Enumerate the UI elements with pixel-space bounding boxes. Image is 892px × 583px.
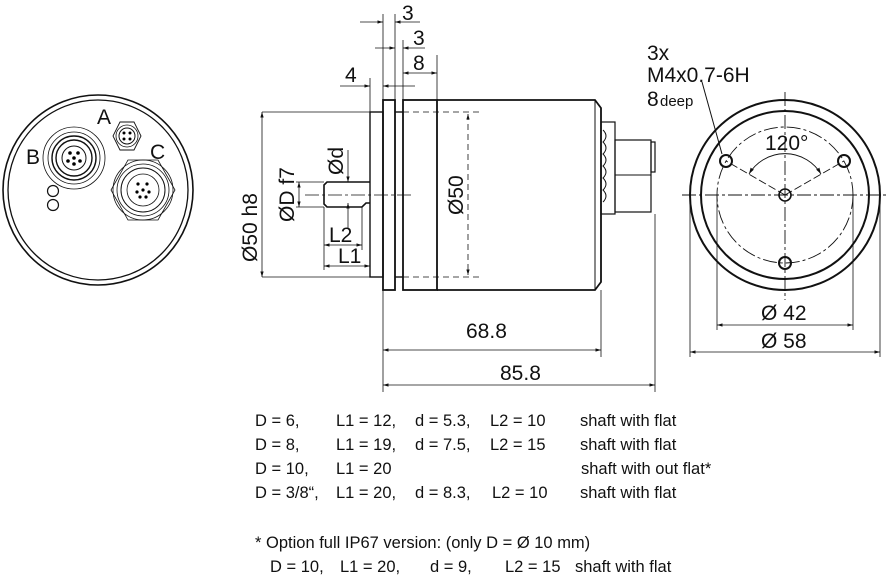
cell-D: D = 3/8“, bbox=[255, 484, 319, 502]
cable-connector bbox=[600, 121, 656, 215]
cell-L1: L1 = 19, bbox=[336, 436, 396, 454]
dim-58: Ø 58 bbox=[761, 330, 807, 353]
dim-flat-diameter: Ød bbox=[325, 147, 348, 175]
table-row: D = 6, L1 = 12, d = 5.3, L2 = 10 shaft w… bbox=[255, 412, 677, 430]
variants-table: D = 6, L1 = 12, d = 5.3, L2 = 10 shaft w… bbox=[255, 412, 712, 576]
cell-L2: L2 = 15 bbox=[490, 436, 546, 454]
cell-D: D = 8, bbox=[255, 436, 299, 454]
dim-42: Ø 42 bbox=[761, 302, 807, 325]
cell-D: D = 6, bbox=[255, 412, 299, 430]
dim-body-diameter: Ø50 bbox=[445, 175, 468, 215]
cell-L1: L1 = 20, bbox=[336, 484, 396, 502]
cell-type: shaft with out flat* bbox=[581, 460, 712, 478]
angle-label: 120° bbox=[765, 132, 808, 155]
cell-L1: L1 = 20, bbox=[340, 558, 400, 576]
cell-L2: L2 = 15 bbox=[505, 558, 561, 576]
cell-L2: L2 = 10 bbox=[490, 412, 546, 430]
dim-85-8: 85.8 bbox=[500, 362, 541, 385]
table-row: D = 8, L1 = 19, d = 7.5, L2 = 15 shaft w… bbox=[255, 436, 677, 454]
cell-d: d = 5.3, bbox=[415, 412, 471, 430]
dim-68-8: 68.8 bbox=[466, 320, 507, 343]
connector-end-view: A B C bbox=[2, 94, 194, 286]
led-1 bbox=[46, 184, 60, 198]
footnote-title: * Option full IP67 version: (only D = Ø … bbox=[255, 534, 590, 552]
thread-depth-unit: deep bbox=[660, 93, 693, 110]
flange-view: 3x M4x0.7-6H 8 deep 120° Ø 42 Ø 58 bbox=[647, 42, 888, 357]
connector-c bbox=[110, 159, 176, 221]
thread-hole bbox=[778, 256, 792, 270]
shaft bbox=[323, 181, 370, 208]
cell-D: D = 10, bbox=[255, 460, 309, 478]
cell-L1: L1 = 20 bbox=[336, 460, 392, 478]
side-view: 3 3 8 4 Ø50 h8 ØD f7 Ød L2 L1 Ø50 68.8 8… bbox=[239, 2, 656, 392]
thread-hole bbox=[837, 154, 851, 168]
dim-l1: L1 bbox=[338, 245, 361, 268]
cell-type: shaft with flat bbox=[575, 558, 672, 576]
cell-D: D = 10, bbox=[270, 558, 324, 576]
cell-L2: L2 = 10 bbox=[492, 484, 548, 502]
cell-type: shaft with flat bbox=[580, 436, 677, 454]
pilot bbox=[369, 111, 384, 278]
label-c: C bbox=[150, 141, 165, 164]
label-b: B bbox=[26, 146, 40, 169]
cell-L1: L1 = 12, bbox=[336, 412, 396, 430]
table-row: D = 10, L1 = 20 shaft with out flat* bbox=[255, 460, 712, 478]
connector-a bbox=[112, 121, 142, 151]
thread-hole bbox=[719, 154, 733, 168]
cell-d: d = 9, bbox=[430, 558, 472, 576]
dim-shaft-diameter: ØD f7 bbox=[276, 167, 299, 222]
cell-d: d = 7.5, bbox=[415, 436, 471, 454]
cell-type: shaft with flat bbox=[580, 412, 677, 430]
cell-d: d = 8.3, bbox=[415, 484, 471, 502]
center-hole bbox=[778, 188, 792, 202]
thread-count: 3x bbox=[647, 42, 670, 65]
led-2 bbox=[46, 198, 60, 212]
dim-4: 4 bbox=[345, 64, 357, 87]
footnote: * Option full IP67 version: (only D = Ø … bbox=[255, 534, 672, 576]
dim-3-a: 3 bbox=[402, 2, 414, 25]
dim-pilot-diameter: Ø50 h8 bbox=[239, 193, 262, 262]
dim-8: 8 bbox=[413, 52, 425, 75]
cell-type: shaft with flat bbox=[580, 484, 677, 502]
label-a: A bbox=[97, 106, 111, 129]
connector-b bbox=[42, 126, 106, 190]
dim-3-b: 3 bbox=[413, 27, 425, 50]
thread-spec: M4x0.7-6H bbox=[647, 64, 750, 87]
dim-l2: L2 bbox=[329, 224, 352, 247]
thread-depth: 8 bbox=[647, 88, 659, 111]
table-row: D = 3/8“, L1 = 20, d = 8.3, L2 = 10 shaf… bbox=[255, 484, 677, 502]
